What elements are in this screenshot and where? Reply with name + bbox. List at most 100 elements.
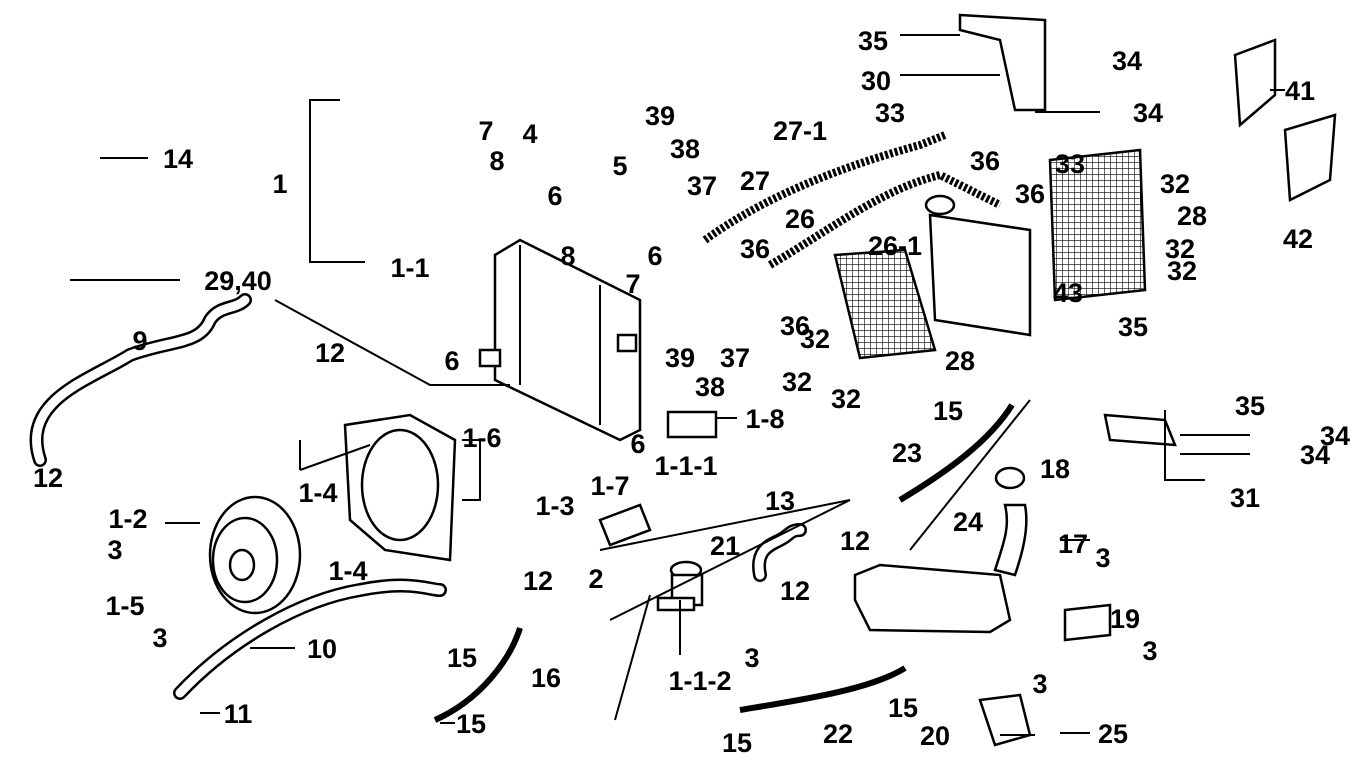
callout-label: 17 [1058,529,1088,559]
callout-label: 25 [1098,719,1128,749]
callout-label: 3 [744,643,759,673]
callout-label: 20 [920,721,950,751]
callout-label: 28 [1177,201,1207,231]
callout-label: 10 [307,634,337,664]
brackets [598,13,1337,747]
callout-label: 7 [625,269,640,299]
callout-label: 1-1 [390,253,429,283]
callout-label: 34 [1133,98,1163,128]
callout-label: 37 [720,343,750,373]
callout-label: 33 [1055,149,1085,179]
callout-label: 34 [1112,46,1142,76]
callout-label: 24 [953,507,983,537]
callout-label: 34 [1320,421,1350,451]
callout-label: 3 [1095,543,1110,573]
callout-label: 26-1 [868,231,922,261]
callout-label: 9 [132,326,147,356]
callout-label: 27 [740,166,770,196]
callout-label: 1-1-2 [668,666,731,696]
callout-label: 1-4 [328,556,367,586]
callout-label: 12 [840,526,870,556]
callout-label: 13 [765,486,795,516]
callout-label: 1-1-1 [654,451,717,481]
callout-label: 33 [875,98,905,128]
callout-label: 1-7 [590,471,629,501]
callout-label: 14 [163,144,193,174]
callout-label: 22 [823,719,853,749]
callout-label: 1-6 [462,423,501,453]
callout-label: 42 [1283,224,1313,254]
reservoir-tank [853,466,1028,634]
radiator [478,238,642,442]
callout-label: 15 [933,396,963,426]
callout-label: 1-5 [105,591,144,621]
callout-label: 8 [560,241,575,271]
callout-label: 12 [315,338,345,368]
callout-label: 39 [645,101,675,131]
callout-label: 7 [478,116,493,146]
callout-label: 23 [892,438,922,468]
callout-label: 35 [858,26,888,56]
callout-label: 1-8 [745,404,784,434]
callout-label: 35 [1235,391,1265,421]
thermostat-housing [656,410,718,612]
callout-label: 1 [272,169,287,199]
callout-label: 12 [523,566,553,596]
callout-label: 36 [740,234,770,264]
callout-label: 43 [1053,278,1083,308]
callout-label: 6 [444,346,459,376]
callout-label: 3 [1032,669,1047,699]
callout-label: 1-4 [298,478,337,508]
callout-label: 15 [888,693,918,723]
callout-label: 12 [33,463,63,493]
callout-label: 3 [152,623,167,653]
callout-label: 36 [970,146,1000,176]
oil-cooler [924,194,1032,337]
callout-label: 32 [782,367,812,397]
callout-label: 37 [687,171,717,201]
leader-lines [70,34,1285,736]
callout-label: 12 [780,576,810,606]
callout-label: 41 [1285,76,1315,106]
callout-label: 28 [945,346,975,376]
callout-label: 29,40 [204,266,272,296]
cooling-hoses [29,131,1015,723]
callout-label: 4 [522,119,537,149]
callout-label: 15 [722,728,752,758]
fan-shroud [343,413,457,562]
callout-label: 3 [107,535,122,565]
callout-label: 16 [531,663,561,693]
callout-label: 32 [800,324,830,354]
fan-assembly [208,495,302,615]
callout-label: 36 [1015,179,1045,209]
callout-label: 6 [547,181,562,211]
callout-label: 15 [456,709,486,739]
callout-label: 26 [785,204,815,234]
callout-label: 32 [1167,256,1197,286]
callout-label: 38 [670,134,700,164]
callout-label: 32 [1165,234,1195,264]
callout-label: 2 [588,564,603,594]
callout-label: 5 [612,151,627,181]
callout-label: 36 [780,311,810,341]
callout-label: 32 [831,384,861,414]
callout-label: 39 [665,343,695,373]
callout-label: 18 [1040,454,1070,484]
callout-label: 1-2 [108,504,147,534]
callout-label: 32 [1160,169,1190,199]
callout-label: 19 [1110,604,1140,634]
callout-label: 1-3 [535,491,574,521]
grilles [833,148,1147,360]
callout-label: 8 [489,146,504,176]
callout-label: 30 [861,66,891,96]
callout-label: 11 [224,699,253,729]
callout-label: 3 [1142,636,1157,666]
callout-label: 31 [1230,483,1260,513]
callout-label: 35 [1118,312,1148,342]
callout-label: 6 [630,429,645,459]
callout-label: 6 [647,241,662,271]
callout-label: 34 [1300,440,1330,470]
